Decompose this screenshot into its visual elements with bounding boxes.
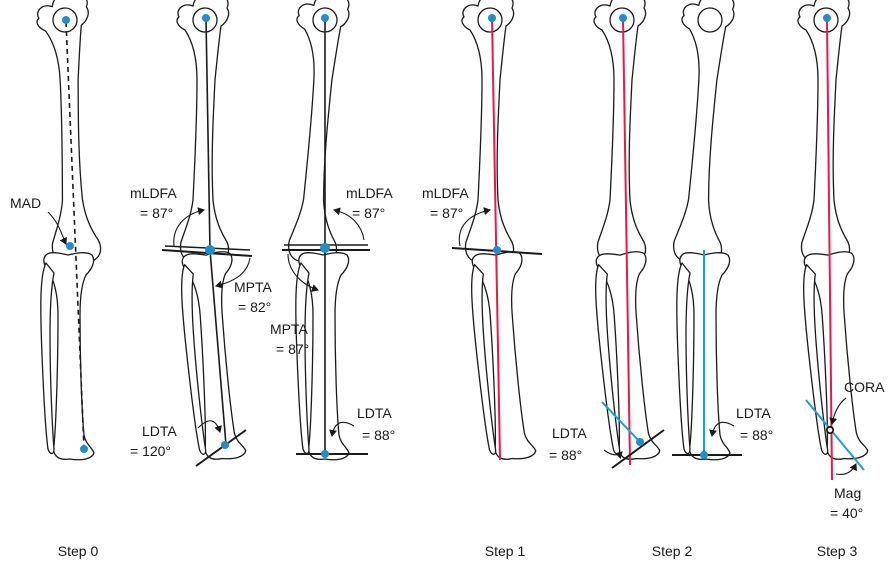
panel-varus-analysis: mLDFA = 87° MPTA = 82° LDTA = 120°: [130, 0, 273, 467]
mechanical-axis-red-3: [826, 17, 833, 481]
step-2-label: Step 2: [652, 543, 693, 559]
panel-step-1: mLDFA = 87° Step 1: [422, 0, 543, 559]
mpta-2-arrow: [287, 253, 319, 292]
value-ldta-1: = 120°: [130, 443, 171, 459]
label-mpta-2: MPTA: [270, 321, 309, 337]
mad-arrow: [47, 211, 67, 245]
ankle-point-3: [321, 450, 329, 458]
value-mpta-1: = 82°: [238, 299, 271, 315]
femoral-head-point-3: [321, 14, 329, 22]
label-mag: Mag: [834, 485, 861, 501]
cora-point: [825, 425, 835, 435]
tibial-mechanical-axis: [209, 249, 227, 446]
value-mldfa-3: = 87°: [430, 205, 463, 221]
ankle-point-s2b: [700, 451, 708, 459]
knee-point-3: [320, 243, 330, 253]
ldta-4-arrow: [709, 421, 735, 437]
femur-step-0: [34, 0, 103, 268]
label-mpta-1: MPTA: [234, 279, 273, 295]
ankle-joint-line-2a: [611, 429, 665, 469]
ldta-2-arrow: [329, 421, 355, 437]
knee-point: [66, 242, 74, 250]
value-mldfa-2: = 87°: [352, 205, 385, 221]
panel-normal-reference: mLDFA = 87° MPTA = 87° LDTA = 88°: [270, 0, 395, 461]
label-ldta-1: LDTA: [142, 423, 177, 439]
femoral-head-point-s2: [619, 14, 627, 22]
femur-step-2b: [668, 0, 736, 268]
value-ldta-2: = 88°: [362, 427, 395, 443]
mechanical-axis-dashed: [65, 21, 85, 449]
femoral-head-point: [62, 16, 70, 24]
value-ldta-3: = 88°: [549, 447, 582, 463]
ldta-3-arrow: [603, 449, 623, 460]
tibia-step-3: [800, 250, 869, 462]
label-mldfa-2: mLDFA: [346, 185, 393, 201]
value-mldfa-1: = 87°: [140, 205, 173, 221]
ankle-point-s2: [636, 438, 644, 446]
value-ldta-4: = 88°: [740, 427, 773, 443]
ankle-point: [80, 445, 88, 453]
cora-arrow: [829, 397, 847, 425]
femur-step-2a: [593, 0, 647, 267]
panel-step-2-reference: LDTA = 88°: [668, 0, 773, 461]
ankle-joint-line: [195, 429, 247, 467]
label-ldta-3: LDTA: [552, 425, 587, 441]
knee-point-2: [205, 245, 215, 255]
femoral-mechanical-axis: [205, 17, 211, 251]
femur-panel-3: [283, 0, 351, 268]
panel-step-0: MAD Step 0: [10, 0, 103, 559]
label-ldta-4: LDTA: [736, 405, 771, 421]
panel-step-2-varus: LDTA = 88° Step 2: [549, 0, 692, 559]
step-1-label: Step 1: [485, 543, 526, 559]
femur-step-3: [797, 0, 851, 267]
mechanical-axis-red-1: [491, 17, 501, 461]
label-cora: CORA: [844, 379, 885, 395]
label-mldfa-1: mLDFA: [130, 185, 177, 201]
mldfa-2-arrow: [333, 207, 365, 241]
panel-step-3: CORA Mag = 40° Step 3: [797, 0, 885, 559]
mechanical-axis-red-2: [622, 17, 631, 466]
value-mpta-2: = 87°: [276, 341, 309, 357]
femur-panel-2: [176, 0, 230, 267]
mag-arrow: [835, 463, 857, 476]
label-ldta-2: LDTA: [357, 405, 392, 421]
femoral-head-point-s3: [823, 14, 831, 22]
tibial-axis-blue-2: [601, 401, 641, 443]
step-3-label: Step 3: [817, 543, 858, 559]
ankle-point-2: [221, 441, 229, 449]
value-mag: = 40°: [830, 505, 863, 521]
knee-point-s1: [493, 246, 501, 254]
label-mldfa-3: mLDFA: [422, 185, 469, 201]
mldfa-1-arrow: [173, 207, 205, 247]
label-mad: MAD: [10, 195, 41, 211]
ldta-1-arrow: [197, 420, 222, 433]
femoral-head-point-2: [202, 14, 210, 22]
tibia-step-0: [40, 252, 95, 461]
tibia-step-1: [468, 250, 537, 462]
mpta-1-arrow: [215, 257, 251, 289]
step-0-label: Step 0: [58, 543, 99, 559]
femoral-head-point-s1: [488, 14, 496, 22]
femur-step-1: [461, 0, 515, 267]
tibial-axis-blue-3: [805, 399, 865, 471]
mldfa-3-arrow: [458, 207, 491, 247]
